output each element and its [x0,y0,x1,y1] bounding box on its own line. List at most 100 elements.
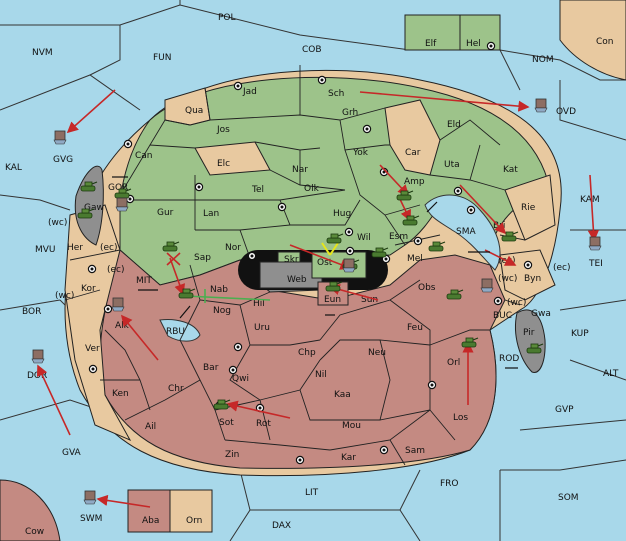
province-label-uta: Uta [444,160,460,170]
province-label-sam: Sam [405,446,425,456]
sea-label-gvp: GVP [555,405,574,415]
supply-center-dot [347,230,351,234]
army-unit-icon[interactable] [325,281,343,292]
province-label-tei: TEI [588,259,603,269]
army-unit-icon[interactable] [77,208,95,219]
supply-center-dot [489,44,493,48]
coast-tag-kor-ec: (ec) [107,265,125,275]
sea-label-som: SOM [558,493,579,503]
fleet-unit-icon[interactable] [342,258,356,273]
province-label-sot: Sot [219,418,234,428]
province-label-web: Web [287,275,307,285]
army-unit-icon[interactable] [526,343,544,354]
order-arrow [120,314,159,361]
fleet-unit-icon[interactable] [588,236,602,251]
province-label-rot: Rot [256,419,271,429]
sea-label-mvu: MVU [35,245,56,255]
fleet-unit-icon[interactable] [31,349,45,364]
army-unit-icon[interactable] [326,233,344,244]
supply-center-dot [128,197,132,201]
army-unit-icon[interactable] [396,190,414,201]
fleet-unit-icon[interactable] [53,130,67,145]
province-label-elf: Elf [425,39,437,49]
coast-tag-gwa-wc: (wc) [507,298,526,308]
army-unit-icon[interactable] [80,181,98,192]
province-label-cow: Cow [25,527,44,537]
province-hel [459,14,501,51]
province-label-hel: Hel [466,39,481,49]
coast-tag-kor-wc: (wc) [55,291,74,301]
province-label-neu: Neu [368,348,386,358]
province-label-kat: Kat [503,165,518,175]
order-arrow [96,494,151,508]
order-arrow [226,400,291,419]
army-unit-icon[interactable] [402,215,420,226]
sea-label-alt: ALT [603,369,619,379]
fleet-unit-icon[interactable] [83,490,97,505]
sea-connectors [112,176,518,369]
army-unit-icon[interactable] [371,247,389,258]
supply-center-dot [126,142,130,146]
province-label-byn: Byn [524,274,541,284]
sma-channel [424,194,501,271]
coast-tag-byn-ec: (ec) [553,263,571,273]
fleet-unit-icon[interactable] [480,278,494,293]
fleet-unit-icon[interactable] [534,98,548,113]
army-unit-icon[interactable] [428,241,446,252]
hold-marker [321,242,331,256]
supply-center-dot [382,448,386,452]
army-unit-icon[interactable] [162,241,180,252]
province-label-car: Car [405,148,421,158]
province-label-los: Los [453,413,468,423]
supply-center-dot [258,406,262,410]
sea-label-gva: GVA [62,448,82,458]
province-label-her: Her [67,243,83,253]
sea-label-kal: KAL [5,163,22,173]
coast-tag-her-wc: (wc) [48,218,67,228]
province-label-yok: Yok [352,148,369,158]
impassable-pir [514,309,546,373]
province-orn [169,489,213,533]
army-unit-icon[interactable] [461,337,479,348]
supply-center-dot [298,458,302,462]
hold-marker [329,242,339,256]
province-label-ost: Ost [317,258,333,268]
province-labels: Jad Sch Qua Jos Grh Eld Can Elc Yok Car … [25,37,614,537]
rbu-channel [159,319,201,342]
province-label-sch: Sch [328,89,344,99]
order-arrow [289,244,352,270]
fleet-unit-icon[interactable] [111,297,125,312]
neutral-rie [504,174,556,241]
supply-center-dot [496,299,500,303]
supply-center-dot [90,267,94,271]
province-label-grh: Grh [342,108,358,118]
army-unit-icon[interactable] [213,399,231,410]
province-label-gwa: Gwa [531,309,551,319]
sea-label-nvm: NVM [32,48,53,58]
sea-label-gor: GOR [108,183,128,193]
province-label-qua: Qua [185,106,203,116]
supply-center-dot [430,383,434,387]
province-label-con: Con [596,37,614,47]
sea-label-sma: SMA [456,227,476,237]
army-unit-icon[interactable] [178,288,196,299]
province-label-gur: Gur [157,208,174,218]
province-label-elc: Elc [217,159,230,169]
order-arrow [459,184,507,235]
army-unit-icon[interactable] [114,188,132,199]
sea-label-mit: MIT [136,276,152,286]
army-unit-icon[interactable] [501,231,519,242]
province-label-lan: Lan [203,209,219,219]
supply-center-dot [320,78,324,82]
supply-center-dot [236,345,240,349]
province-label-obs: Obs [418,283,436,293]
province-label-wil: Wil [357,233,371,243]
province-label-kor: Kor [81,284,96,294]
order-arrow [36,364,71,436]
province-label-orl: Orl [447,358,460,368]
province-label-gaw: Gaw [84,203,104,213]
army-unit-icon[interactable] [446,289,464,300]
province-label-ken: Ken [112,389,129,399]
fleet-unit-icon[interactable] [115,197,129,212]
